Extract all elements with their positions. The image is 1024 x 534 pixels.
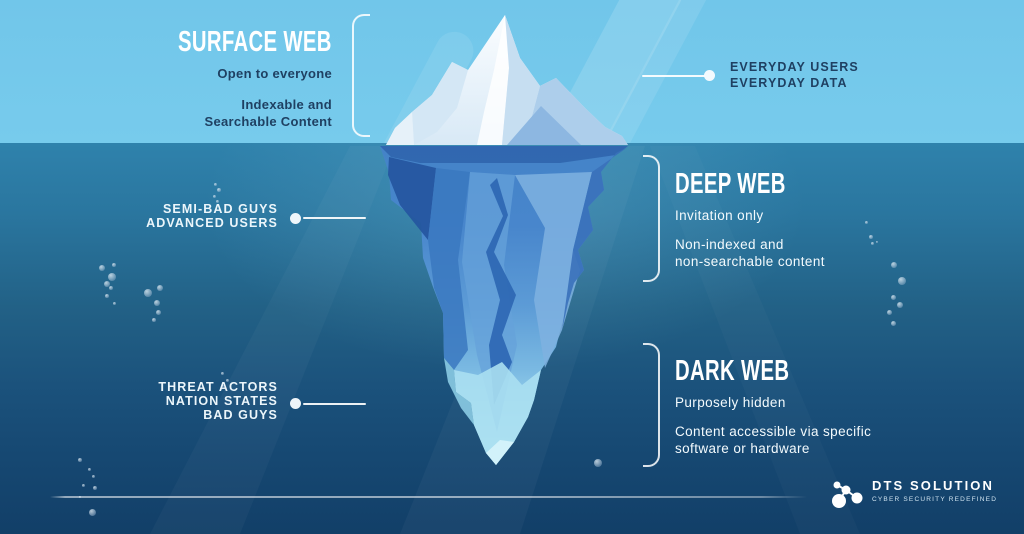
bubble [112,263,116,267]
section-deep-web: DEEP WEB Invitation only Non-indexed and… [675,170,945,270]
bubble [88,508,96,516]
bubble [886,309,892,315]
bubble [157,285,163,291]
logo-name: DTS SOLUTION [872,478,994,493]
bubble [152,318,156,322]
bubble [594,459,602,467]
deep-web-desc1: Invitation only [675,208,764,223]
bubble [155,309,161,315]
deep-web-bracket [643,155,660,282]
bubble [78,458,82,462]
bubble [217,188,221,192]
surface-web-bracket [352,14,370,137]
bubble [864,220,868,224]
bubble [99,265,105,271]
surface-web-title: SURFACE WEB [178,26,332,58]
bubble [220,371,224,375]
bubble [222,385,224,387]
deep-callout-dot [290,213,301,224]
surface-web-desc1: Open to everyone [217,66,332,81]
bubble [144,289,152,297]
bubble [890,320,896,326]
dark-web-desc1: Purposely hidden [675,395,786,410]
bubble [154,300,160,306]
bubble [897,302,903,308]
bubble [898,277,906,285]
dark-web-bracket [643,343,660,467]
logo-text: DTS SOLUTION CYBER SECURITY REDEFINED [872,476,998,504]
dark-callout-dot [290,398,301,409]
surface-callout-dot [704,70,715,81]
deep-callout-label: SEMI-BAD GUYS ADVANCED USERS [146,202,278,230]
deep-web-desc2: Non-indexed and non-searchable content [675,237,825,269]
dark-callout-label: THREAT ACTORS NATION STATES BAD GUYS [158,380,278,422]
surface-web-desc2: Indexable and Searchable Content [204,97,332,129]
dark-web-title: DARK WEB [675,355,790,387]
section-dark-web: DARK WEB Purposely hidden Content access… [675,357,955,457]
deep-web-title: DEEP WEB [675,168,786,200]
bubble [213,182,217,186]
bubble [109,286,113,290]
bubble [105,294,109,298]
molecule-icon [832,481,863,508]
bubble [212,194,216,198]
bubble [891,262,897,268]
surface-callout-line [642,75,705,77]
bubble [215,199,219,203]
bubble [108,273,116,281]
bubble [81,483,85,487]
surface-callout-label: EVERYDAY USERS EVERYDAY DATA [730,60,859,90]
bubble [112,301,116,305]
bubble [93,486,97,490]
logo-tagline: CYBER SECURITY REDEFINED [872,496,998,503]
dts-solution-logo: DTS SOLUTION CYBER SECURITY REDEFINED [822,476,997,516]
bubble [225,378,229,382]
bubble [876,241,878,243]
bubble [870,241,874,245]
bubble [87,467,91,471]
deep-callout-line [303,217,366,219]
bubble [869,235,873,239]
dark-callout-line [303,403,366,405]
section-surface-web: SURFACE WEB Open to everyone Indexable a… [40,28,332,130]
bubble [890,294,896,300]
bubble [104,281,110,287]
bottom-divider-line [50,496,807,498]
bubble [91,474,95,478]
dark-web-desc2: Content accessible via specific software… [675,424,872,456]
